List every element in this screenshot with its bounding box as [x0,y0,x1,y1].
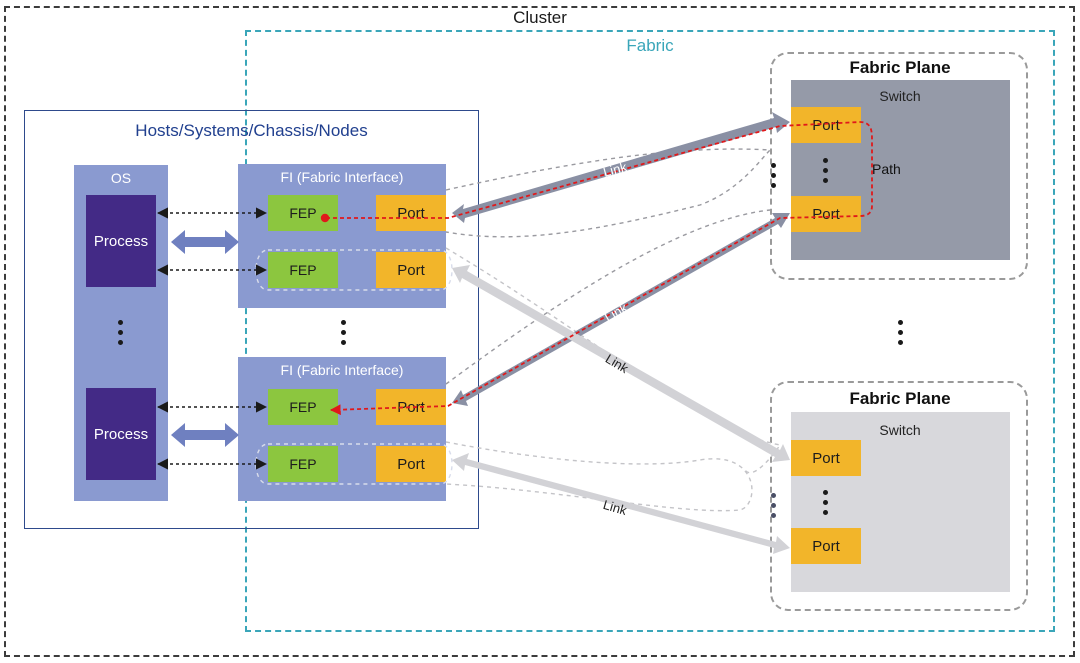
fep-box[interactable]: FEP [268,389,338,425]
process-fi-arrows [171,230,239,447]
fabric-boundary [245,30,1055,632]
port-box[interactable]: Port [791,440,861,476]
link-arrow [452,112,790,223]
link-arrow [452,453,790,554]
ellipsis-icon [823,158,828,183]
link-outline [445,148,772,238]
path-line [326,121,873,416]
port-box[interactable]: Port [791,196,861,232]
ellipsis-icon [771,493,776,518]
fabric-plane-title: Fabric Plane [849,58,951,77]
process-fep-arrows [156,207,268,470]
hosts-title: Hosts/Systems/Chassis/Nodes [135,121,368,140]
fabric-interface-title: FI (Fabric Interface) [280,362,404,378]
fep-group-outline [255,249,453,291]
double-arrow [171,423,239,447]
fep-box[interactable]: FEP [268,252,338,288]
ellipsis-icon [341,320,346,345]
fabric-plane-title: Fabric Plane [849,389,951,408]
link-arrows [452,112,790,554]
ellipsis-icon [823,490,828,515]
hosts-boundary [24,110,479,529]
ellipsis-icon [771,163,776,188]
port-box[interactable]: Port [791,528,861,564]
link-arrow [452,213,790,406]
double-arrow [171,230,239,254]
link-arrow [452,265,790,462]
cluster-boundary [4,6,1075,657]
fep-group-outline [255,443,453,485]
process-box[interactable]: Process [86,388,156,480]
fep-box[interactable]: FEP [268,446,338,482]
cluster-title: Cluster [513,8,567,27]
ellipsis-icon [898,320,903,345]
fabric-title: Fabric [626,36,674,55]
path-route [326,121,873,416]
fep-box[interactable]: FEP [268,195,338,231]
process-box[interactable]: Process [86,195,156,287]
ellipsis-icon [118,320,123,345]
fabric-interface-title: FI (Fabric Interface) [280,169,404,185]
link-outline [445,209,771,385]
os-title: OS [110,170,132,186]
path-start-dot [320,213,330,223]
port-box[interactable]: Port [791,107,861,143]
port-box[interactable]: Port [376,446,446,482]
switch-title: Switch [879,422,921,438]
port-box[interactable]: Port [376,252,446,288]
link-outline-group [255,148,782,512]
path-label: Path [872,161,901,177]
switch-title: Switch [879,88,921,104]
